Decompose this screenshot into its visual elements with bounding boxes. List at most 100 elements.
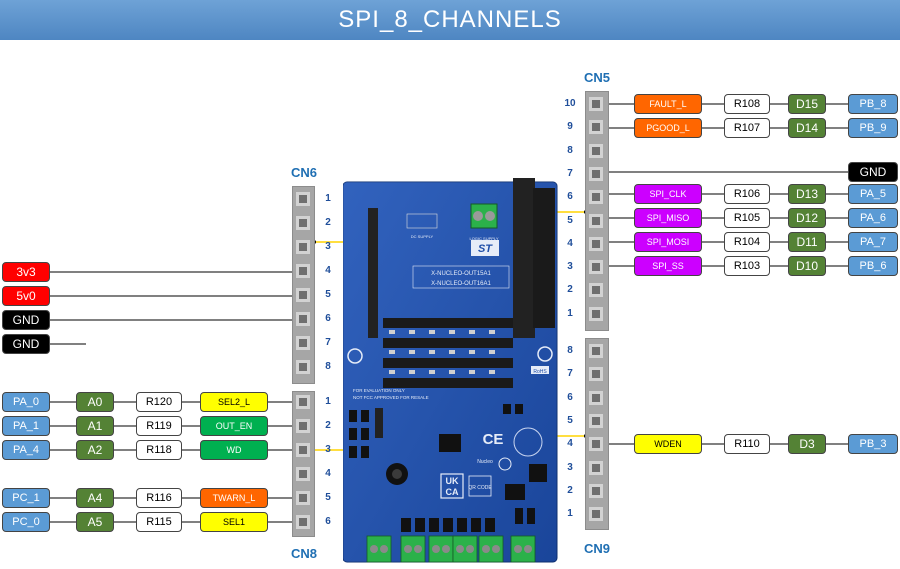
- arduino-d3: D3: [788, 434, 826, 454]
- resistor-r107: R107: [724, 118, 770, 138]
- gnd-box-1: GND: [2, 310, 50, 330]
- cn5-pin-number: 7: [567, 167, 573, 179]
- cn5-pin-number: 10: [564, 98, 576, 109]
- cn8-pin-4: [296, 467, 310, 481]
- cn9-pin-8: [589, 344, 603, 358]
- cn8-pin-number: 1: [325, 396, 331, 407]
- arduino-a5: A5: [76, 512, 114, 532]
- cn6-pin-number: 8: [325, 361, 331, 372]
- cn9-pin-number: 6: [567, 391, 573, 403]
- cn9-label: CN9: [584, 541, 611, 556]
- cn6-pin-7: [296, 336, 310, 350]
- cn9-pin-3: [589, 460, 603, 475]
- cn9-pin-1: [589, 507, 603, 522]
- resistor-r118: R118: [136, 440, 182, 460]
- diagram-title: SPI_8_CHANNELS: [338, 6, 562, 33]
- cn6-pin-number: 4: [325, 265, 331, 276]
- port-pb3: PB_3: [848, 434, 898, 454]
- rohs-mark: [531, 366, 549, 374]
- cn8-pin-5: [296, 491, 310, 505]
- ukca-top: UK: [446, 476, 459, 486]
- power-3v3-box: 3v3: [2, 262, 50, 282]
- resistor-r110: R110: [724, 434, 770, 454]
- resistor-r108: R108: [724, 94, 770, 114]
- cn9-pin-number: 4: [567, 438, 573, 450]
- signal-sel1: SEL1: [200, 512, 268, 532]
- dc-supply-label: DC SUPPLY: [411, 234, 434, 239]
- signal-spi-ss: SPI_SS: [634, 256, 702, 276]
- cn5-pin-6: [589, 190, 603, 205]
- cn5-pin-10: [589, 97, 603, 111]
- signal-sel2-l: SEL2_L: [200, 392, 268, 412]
- arduino-d15: D15: [788, 94, 826, 114]
- arduino-a4: A4: [76, 488, 114, 508]
- cn9-pin-number: 5: [567, 414, 573, 426]
- cn6-pin-5: [296, 288, 310, 302]
- arduino-d12: D12: [788, 208, 826, 228]
- expansion-board: ST X-NUCLEO-OUT15A1 X-NUCLEO-OUT16A1 DC …: [343, 178, 558, 563]
- cn5-pin-3: [589, 260, 603, 275]
- port-pb8: PB_8: [848, 94, 898, 114]
- arduino-a2: A2: [76, 440, 114, 460]
- cn6-pin-1: [296, 192, 310, 206]
- resistor-r106: R106: [724, 184, 770, 204]
- cn8-pin-3: [296, 443, 310, 457]
- port-pa4: PA_4: [2, 440, 50, 460]
- cn8-pin-2: [296, 419, 310, 433]
- port-pa5: PA_5: [848, 184, 898, 204]
- cn9-pin-number: 8: [567, 345, 573, 356]
- cn6-pin-8: [296, 360, 310, 374]
- arduino-d14: D14: [788, 118, 826, 138]
- cn5-pin-number: 2: [567, 284, 573, 296]
- resistor-r104: R104: [724, 232, 770, 252]
- cn6-pin-number: 2: [325, 217, 331, 228]
- resistor-r120: R120: [136, 392, 182, 412]
- cn5-pin-2: [589, 283, 603, 298]
- cn9-pin-2: [589, 483, 603, 498]
- arduino-a0: A0: [76, 392, 114, 412]
- signal-spi-miso: SPI_MISO: [634, 208, 702, 228]
- ukca-bottom: CA: [446, 487, 459, 497]
- cn6-pin-3: [296, 240, 310, 254]
- resistor-r105: R105: [724, 208, 770, 228]
- signal-twarn-l: TWARN_L: [200, 488, 268, 508]
- port-pb9: PB_9: [848, 118, 898, 138]
- st-logo-text: ST: [478, 243, 493, 255]
- board-header-left: [368, 208, 378, 338]
- port-pb6: PB_6: [848, 256, 898, 276]
- signal-spi-clk: SPI_CLK: [634, 184, 702, 204]
- cn5-pin-number: 8: [567, 144, 573, 156]
- cn5-pin-number: 9: [567, 121, 573, 133]
- arduino-d13: D13: [788, 184, 826, 204]
- signal-spi-mosi: SPI_MOSI: [634, 232, 702, 252]
- eval-note-2: NOT FCC APPROVED FOR RESALE: [353, 395, 429, 400]
- resistor-r116: R116: [136, 488, 182, 508]
- cn6-pin-number: 6: [325, 313, 331, 324]
- cn8-pin-number: 2: [325, 420, 331, 431]
- qr-code-label: QR CODE: [468, 485, 492, 491]
- nucleo-label: Nucleo: [477, 459, 493, 465]
- gnd-box-2: GND: [2, 334, 50, 354]
- arduino-d10: D10: [788, 256, 826, 276]
- cn6-header: [292, 186, 315, 384]
- cn6-pin-number: 5: [325, 289, 331, 300]
- cn6-pin-number: 1: [325, 193, 331, 204]
- title-banner: SPI_8_CHANNELS: [0, 0, 900, 40]
- cn8-label: CN8: [291, 546, 318, 561]
- cn5-pin-1: [589, 306, 603, 321]
- port-pa7: PA_7: [848, 232, 898, 252]
- resistor-r103: R103: [724, 256, 770, 276]
- cn5-pin-7: [589, 166, 603, 181]
- cn5-pin-number: 3: [567, 261, 573, 273]
- cn6-pin-number: 3: [325, 241, 331, 252]
- signal-wden: WDEN: [634, 434, 702, 454]
- power-5v0-box: 5v0: [2, 286, 50, 306]
- cn8-pin-number: 4: [325, 468, 331, 479]
- port-pa6: PA_6: [848, 208, 898, 228]
- cn9-pin-7: [589, 367, 603, 382]
- logic-supply-label: LOGIC SUPPLY: [469, 236, 498, 241]
- cn5-pin-number: 1: [567, 307, 573, 319]
- resistor-r119: R119: [136, 416, 182, 436]
- cn8-pin-6: [296, 515, 310, 529]
- cn5-pin-number: 4: [567, 237, 573, 249]
